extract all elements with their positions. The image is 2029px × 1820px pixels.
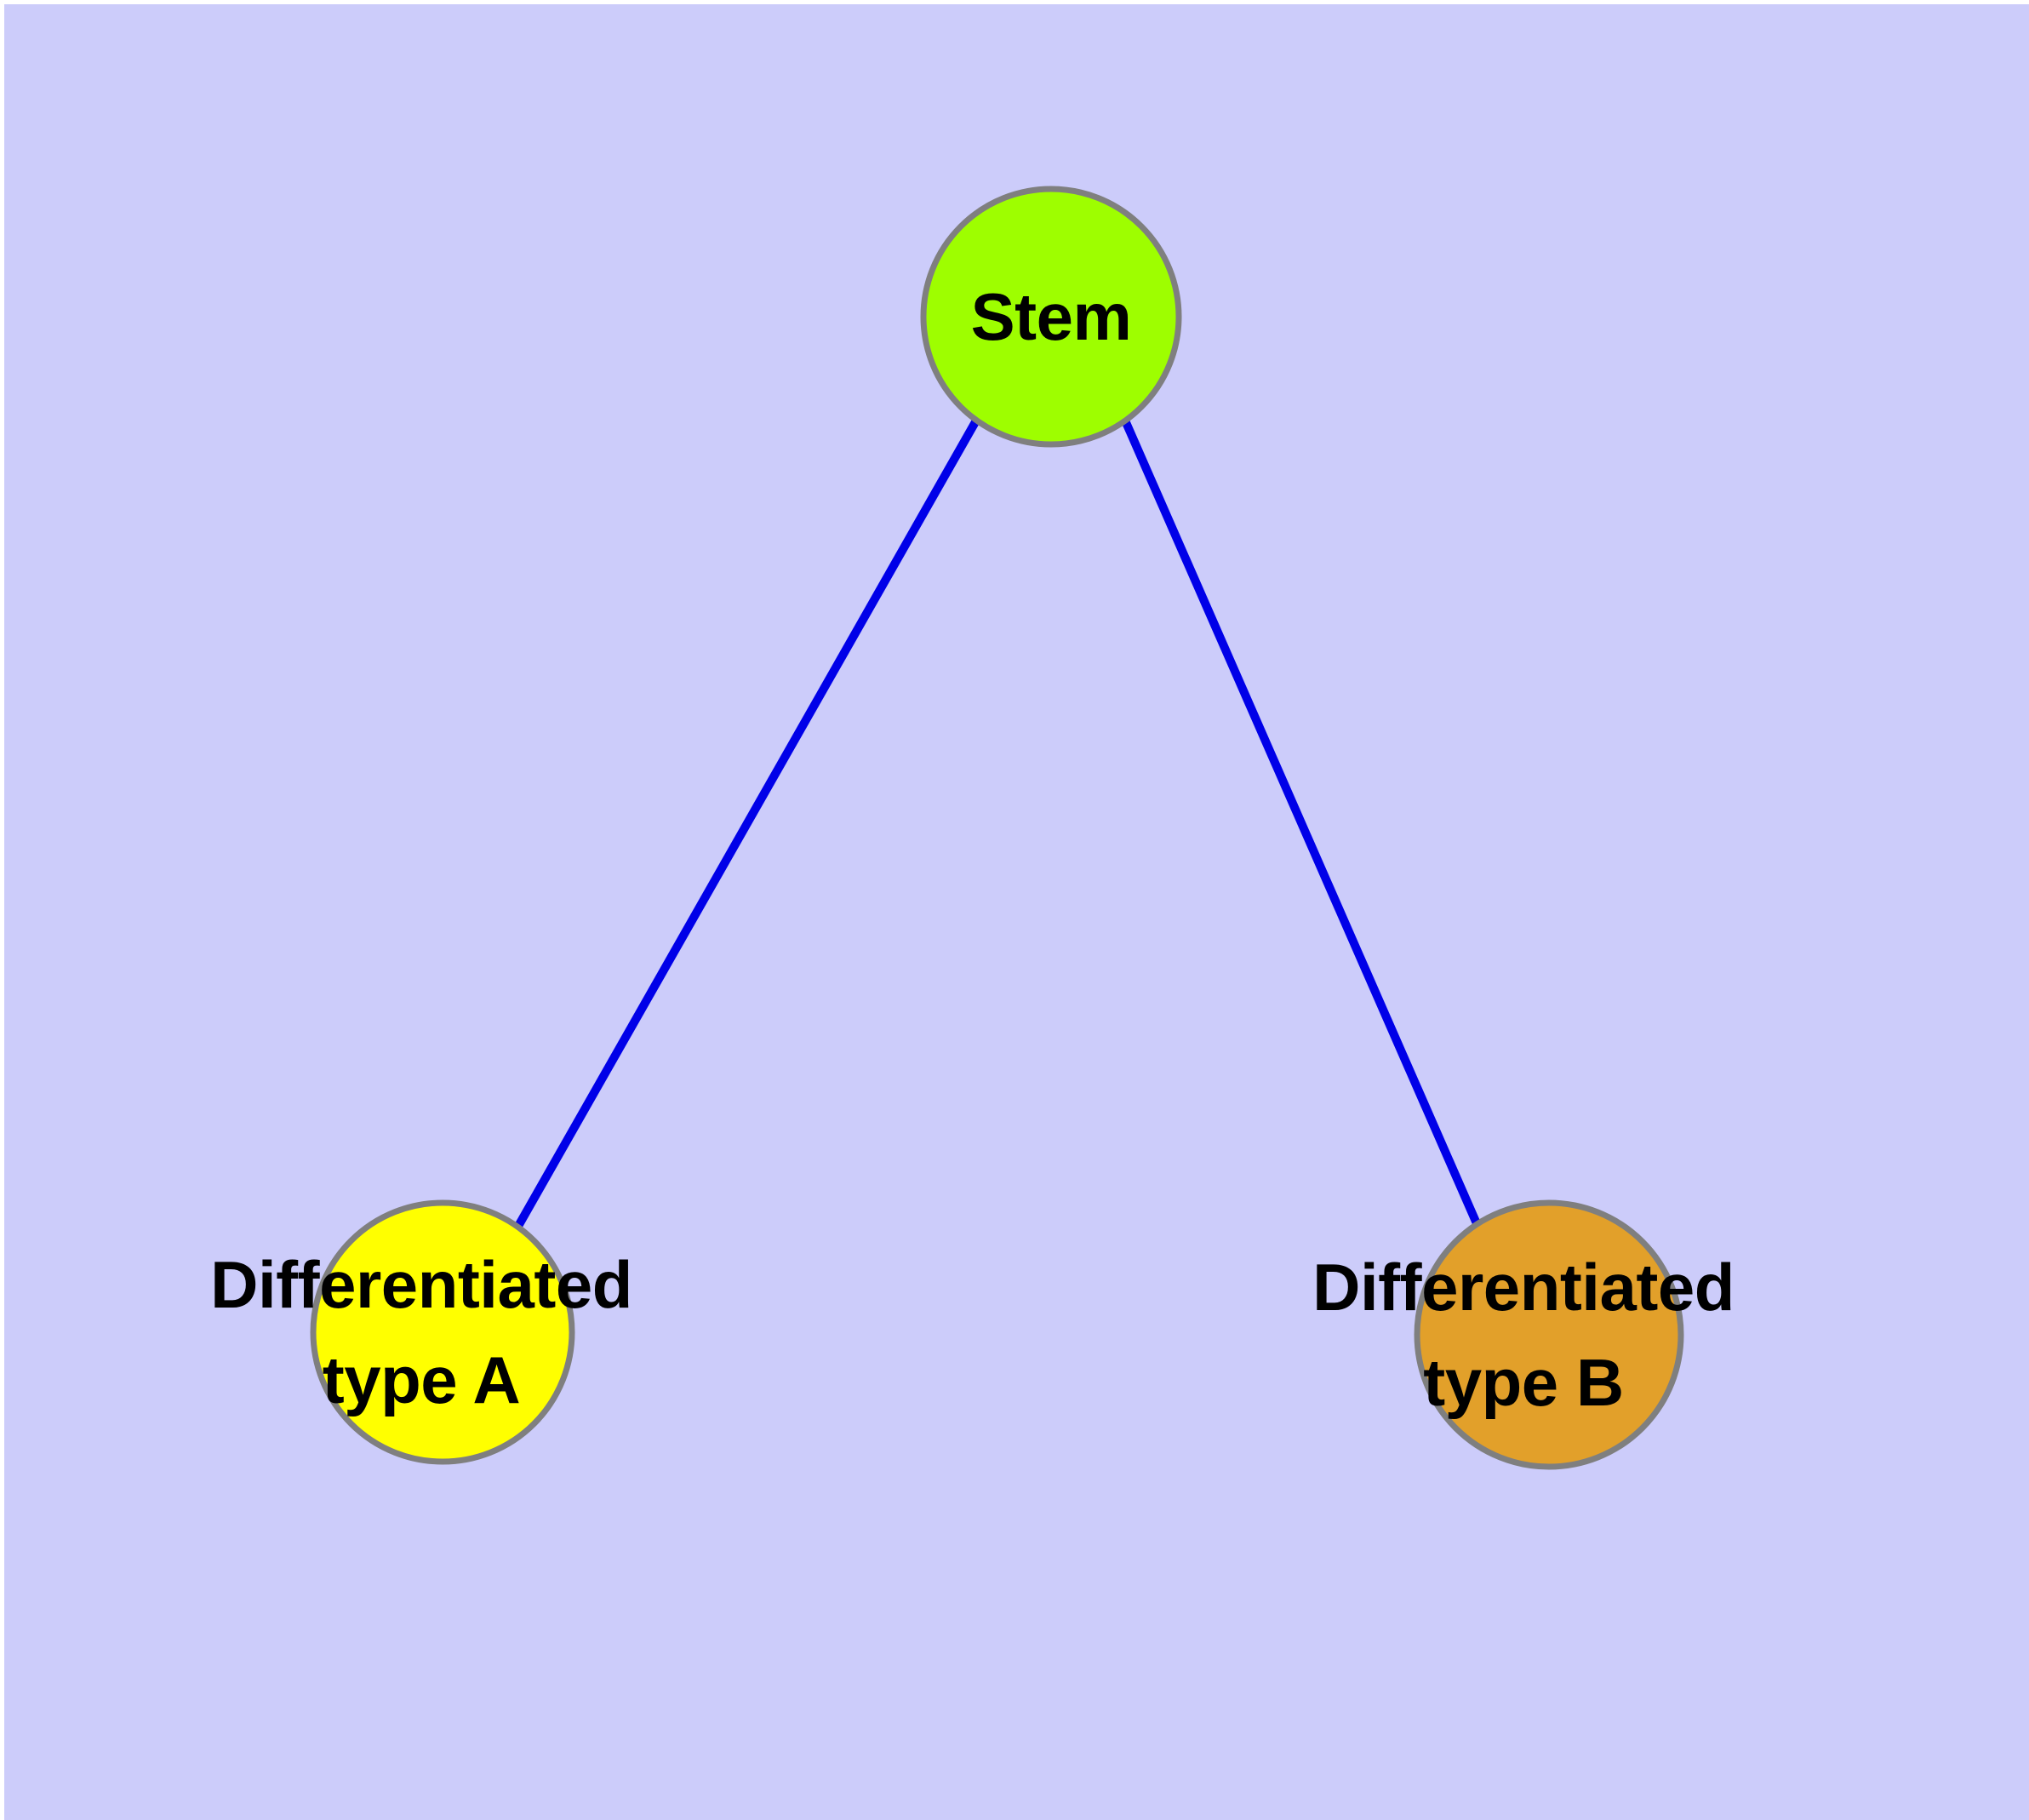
node-diff-type-b[interactable]	[1414, 1199, 1684, 1470]
node-stem[interactable]	[920, 186, 1182, 448]
edge-layer	[513, 418, 1483, 1232]
node-diff-type-a[interactable]	[310, 1199, 575, 1465]
node-layer	[310, 186, 1684, 1470]
edge-stem-to-diff-type-a[interactable]	[513, 418, 980, 1230]
edge-stem-to-diff-type-b[interactable]	[1121, 418, 1483, 1232]
